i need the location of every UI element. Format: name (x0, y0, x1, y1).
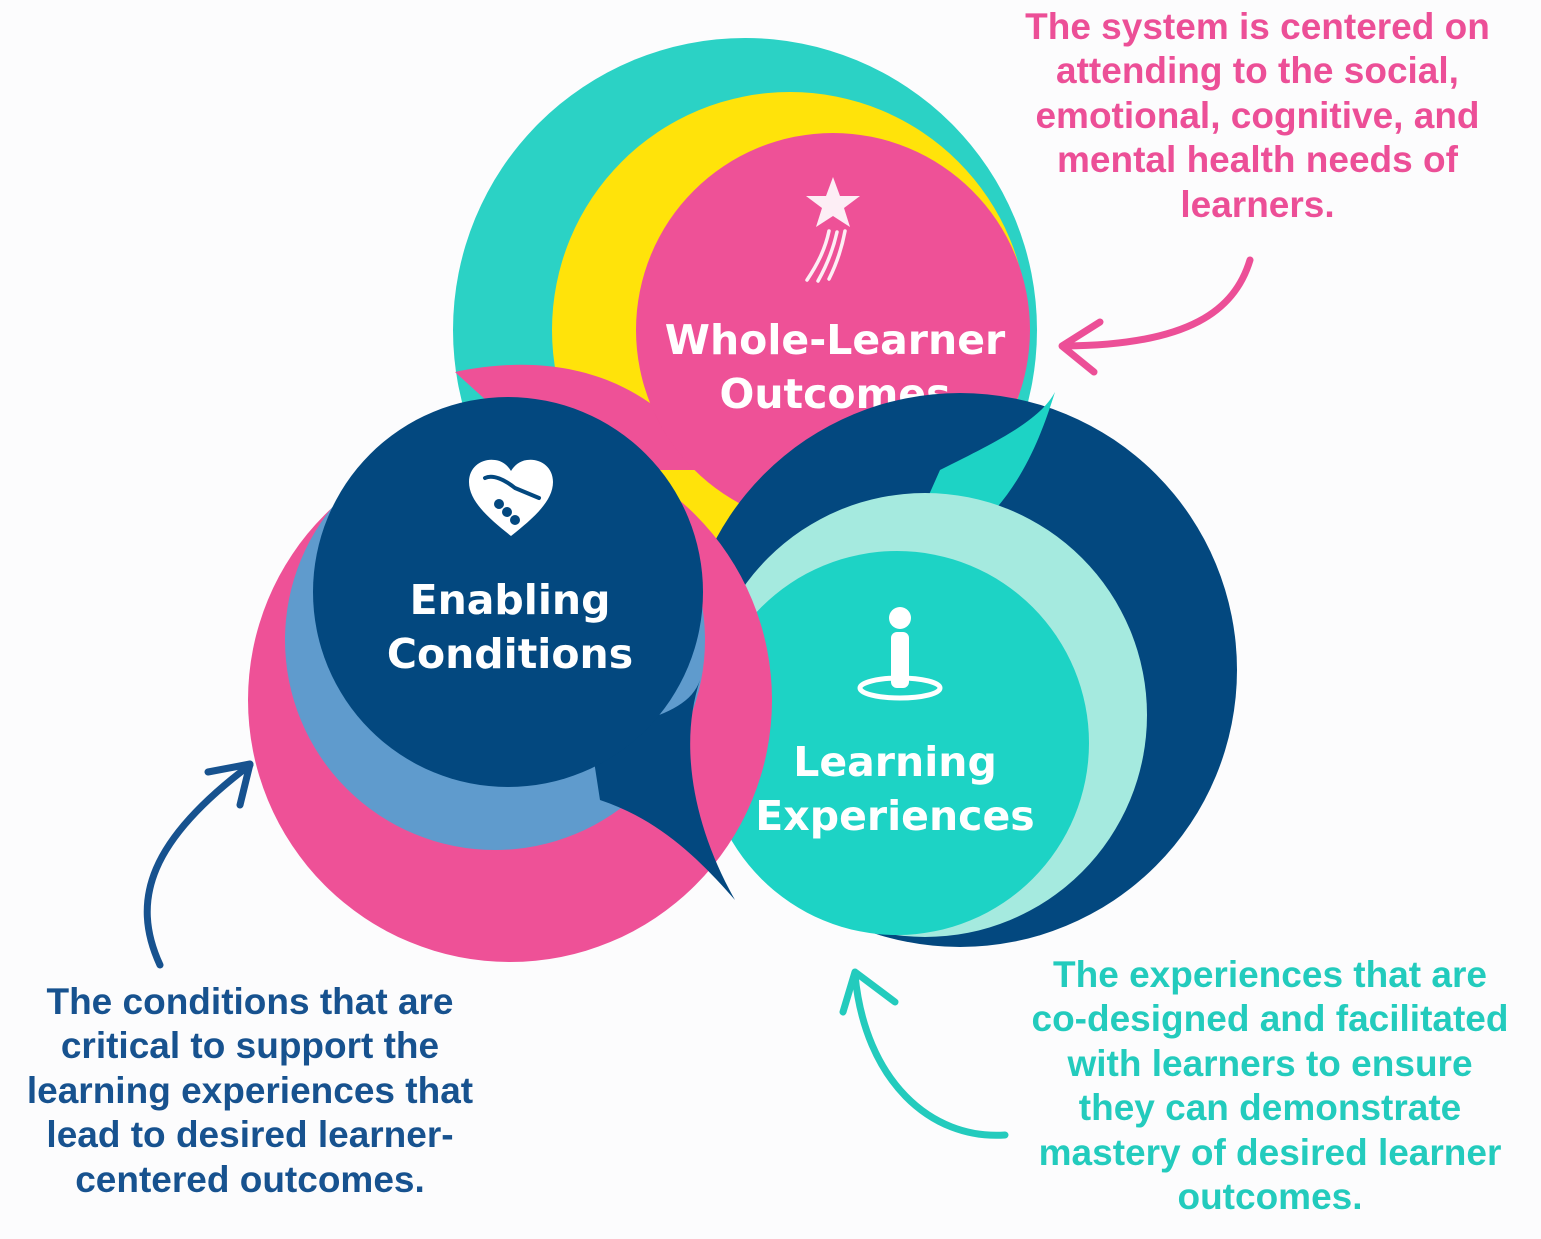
conditions-description-line: centered outcomes. (75, 1158, 425, 1200)
shooting-star-icon (805, 177, 860, 283)
conditions-description-line: critical to support the (60, 1025, 440, 1067)
arrow-to-outcomes (1058, 256, 1254, 376)
experiences-description-line: outcomes. (1177, 1175, 1363, 1217)
experiences-description-line: mastery of desired learner (1038, 1131, 1502, 1173)
heart-handshake-icon (469, 459, 553, 536)
outcomes-description-line: learners. (1180, 183, 1335, 225)
experiences-description-line: with learners to ensure (1067, 1042, 1473, 1084)
conditions-description-line: The conditions that are (46, 981, 454, 1022)
conditions-circle-group: Enabling Conditions (248, 397, 772, 962)
experiences-inner-circle (705, 551, 1089, 935)
experiences-circle-group: Learning Experiences (683, 392, 1237, 947)
experiences-label-line1: Learning (793, 738, 997, 786)
person-on-target-icon (857, 607, 943, 701)
experiences-description-line: co-designed and facilitated (1031, 998, 1509, 1040)
outcomes-description-line: The system is centered on (1025, 6, 1490, 47)
outcomes-description-line: emotional, cognitive, and (1035, 94, 1480, 136)
experiences-description: The experiences that are co-designed and… (1005, 953, 1535, 1219)
conditions-label-line1: Enabling (410, 576, 611, 624)
arrow-to-experiences (839, 968, 1009, 1139)
experiences-label-line2: Experiences (755, 792, 1034, 840)
arrow-to-conditions (143, 760, 254, 969)
outcomes-description-line: mental health needs of (1057, 139, 1458, 181)
conditions-label-line2: Conditions (387, 630, 633, 678)
conditions-description: The conditions that are critical to supp… (0, 980, 500, 1202)
experiences-description-line: they can demonstrate (1078, 1087, 1462, 1129)
outcomes-description: The system is centered on attending to t… (1000, 5, 1515, 227)
outcomes-label-line1: Whole-Learner (665, 316, 1006, 364)
conditions-inner-circle (313, 397, 703, 787)
conditions-description-line: learning experiences that (26, 1069, 474, 1111)
outcomes-description-line: attending to the social, (1056, 50, 1459, 92)
experiences-description-line: The experiences that are (1053, 954, 1487, 995)
conditions-description-line: lead to desired learner- (46, 1114, 454, 1156)
